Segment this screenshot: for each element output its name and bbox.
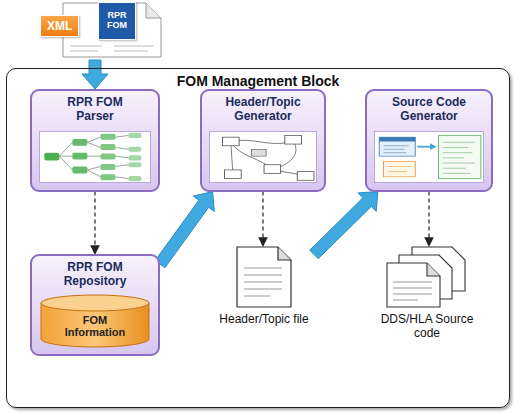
- process-title: RPR FOM Parser: [50, 95, 140, 124]
- process-title: Header/Topic Generator: [218, 95, 308, 124]
- src-node: XML RPR FOM: [40, 2, 165, 60]
- process-illustration: [39, 131, 151, 183]
- dashed-arrow: [428, 192, 429, 246]
- block-node: FOM Management BlockRPR FOM ParserHeader…: [6, 68, 510, 408]
- flow-arrow: [82, 60, 108, 89]
- decor-shape: [100, 144, 115, 150]
- repo-node: RPR FOM RepositoryFOM Information: [30, 254, 160, 356]
- decor-shape: [237, 247, 291, 307]
- decor-shape: [225, 170, 242, 179]
- decor-shape: [72, 138, 87, 145]
- decor-shape: [59, 135, 128, 178]
- proc-node: Source Code Generator: [365, 89, 493, 192]
- decor-shape: [128, 146, 141, 151]
- document-icon: [236, 246, 292, 308]
- decor-shape: [128, 155, 141, 160]
- dashed-arrow: [94, 192, 95, 254]
- process-illustration: [374, 131, 484, 183]
- decor-shape: [128, 132, 141, 137]
- process-illustration: [209, 131, 317, 183]
- decor-shape: [417, 145, 430, 147]
- decor-shape: [430, 143, 436, 150]
- file-label: Header/Topic file: [214, 312, 314, 326]
- process-title: Source Code Generator: [384, 95, 474, 124]
- decor-shape: [128, 162, 141, 167]
- decor-shape: [231, 140, 304, 175]
- decor-shape: [244, 268, 282, 296]
- decor-shape: [278, 247, 291, 260]
- decor-shape: [128, 176, 141, 181]
- file-node: Header/Topic file: [214, 246, 314, 330]
- repository-title: RPR FOM Repository: [50, 260, 140, 289]
- decor-shape: [100, 133, 115, 139]
- decor-shape: [70, 46, 154, 51]
- decor-shape: [100, 163, 115, 169]
- decor-shape: [297, 171, 314, 180]
- cyl-node: FOM Information: [40, 294, 150, 348]
- illustration-art: [40, 132, 150, 182]
- decor-shape: [443, 142, 475, 173]
- decor-shape: [41, 295, 149, 311]
- block-title: FOM Management Block: [7, 73, 509, 89]
- dashed-arrow: [262, 192, 263, 246]
- decor-shape: [72, 152, 87, 159]
- database-label: FOM Information: [59, 314, 131, 338]
- document-stack-icon: [386, 246, 468, 308]
- decor-shape: [100, 174, 115, 180]
- decor-shape: [379, 137, 415, 156]
- illustration-art: [210, 132, 316, 182]
- file-label: DDS/HLA Source code: [367, 312, 487, 341]
- decor-shape: [264, 164, 281, 173]
- decor-shape: [72, 166, 87, 173]
- decor-shape: [388, 166, 411, 171]
- decor-shape: [439, 135, 481, 178]
- decor-shape: [387, 263, 440, 307]
- proc-node: RPR FOM Parser: [30, 89, 160, 192]
- decor-shape: [393, 282, 432, 300]
- decor-shape: [285, 135, 302, 144]
- decor-shape: [44, 152, 59, 160]
- decor-shape: [252, 149, 267, 156]
- proc-node: Header/Topic Generator: [200, 89, 326, 192]
- decor-shape: [100, 153, 115, 159]
- illustration-art: [375, 132, 483, 182]
- decor-shape: [427, 263, 440, 276]
- files-node: DDS/HLA Source code: [367, 246, 487, 345]
- decor-shape: [146, 3, 161, 18]
- decor-shape: [383, 145, 408, 152]
- decor-shape: [222, 137, 239, 146]
- fom-tag: RPR FOM: [98, 2, 136, 40]
- file-type-tag: XML: [40, 15, 79, 37]
- flow-arrow: [310, 192, 378, 259]
- flow-arrow: [155, 192, 214, 268]
- decor-shape: [379, 137, 415, 141]
- decor-shape: [383, 161, 415, 177]
